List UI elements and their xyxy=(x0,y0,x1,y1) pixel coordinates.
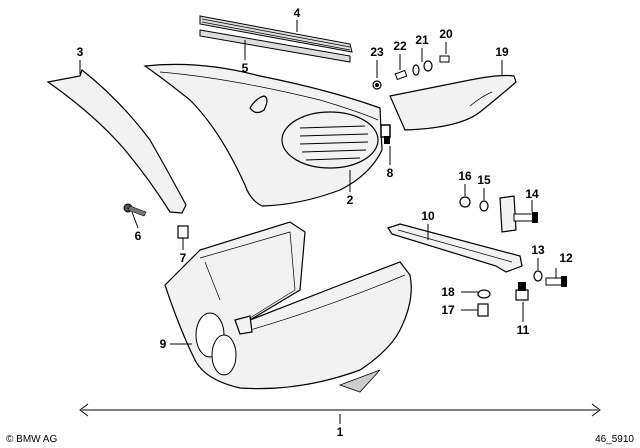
label-5: 5 xyxy=(242,61,249,75)
label-22: 22 xyxy=(393,39,407,53)
part-15-washer[interactable] xyxy=(479,200,489,212)
label-17: 17 xyxy=(441,303,455,317)
part-8-clip[interactable] xyxy=(380,124,391,144)
label-23: 23 xyxy=(370,45,384,59)
label-8: 8 xyxy=(387,166,394,180)
leader-lines xyxy=(79,20,601,424)
part-17-screw[interactable] xyxy=(477,303,489,317)
part-6-screw[interactable] xyxy=(123,203,147,217)
label-12: 12 xyxy=(559,251,573,265)
label-3: 3 xyxy=(77,45,84,59)
label-11: 11 xyxy=(517,323,530,337)
part-16-nut[interactable] xyxy=(459,196,471,208)
part-2-side-fairing[interactable] xyxy=(143,63,383,207)
part-14-bracket[interactable] xyxy=(499,195,538,233)
label-15: 15 xyxy=(477,173,491,187)
part-4-upper-strip[interactable] xyxy=(199,15,353,53)
label-19: 19 xyxy=(495,45,509,59)
part-7-small-bracket[interactable] xyxy=(177,225,189,239)
part-13-washer[interactable] xyxy=(533,270,543,282)
diagram-id: 46_5910 xyxy=(595,434,634,445)
part-11-rubber-mount[interactable] xyxy=(515,282,529,301)
part-9-lower-fairing[interactable] xyxy=(164,221,412,393)
label-14: 14 xyxy=(525,187,539,201)
label-2: 2 xyxy=(347,193,354,207)
label-18: 18 xyxy=(441,285,455,299)
label-7: 7 xyxy=(180,251,187,265)
part-21-washer[interactable] xyxy=(412,60,433,76)
part-18-grommet[interactable] xyxy=(477,289,491,299)
label-13: 13 xyxy=(531,243,545,257)
label-10: 10 xyxy=(421,209,435,223)
copyright-text: © BMW AG xyxy=(6,434,57,445)
part-23-nut[interactable] xyxy=(372,80,382,90)
label-4: 4 xyxy=(294,6,301,20)
label-1: 1 xyxy=(337,425,344,439)
label-6: 6 xyxy=(135,229,142,243)
label-16: 16 xyxy=(458,169,472,183)
label-21: 21 xyxy=(415,33,429,47)
part-19-bracket-panel[interactable] xyxy=(389,74,517,131)
part-12-bolt[interactable] xyxy=(545,276,567,287)
part-10-support-bar[interactable] xyxy=(387,223,523,273)
part-22-pin[interactable] xyxy=(394,69,408,81)
part-5-lower-strip[interactable] xyxy=(199,29,351,63)
callout-labels: 1 2 3 4 5 6 7 8 9 10 11 12 13 14 15 16 1… xyxy=(77,6,573,439)
part-20-grommet[interactable] xyxy=(439,55,450,63)
label-20: 20 xyxy=(439,27,453,41)
label-9: 9 xyxy=(160,337,167,351)
part-3-side-trim[interactable] xyxy=(46,68,187,214)
